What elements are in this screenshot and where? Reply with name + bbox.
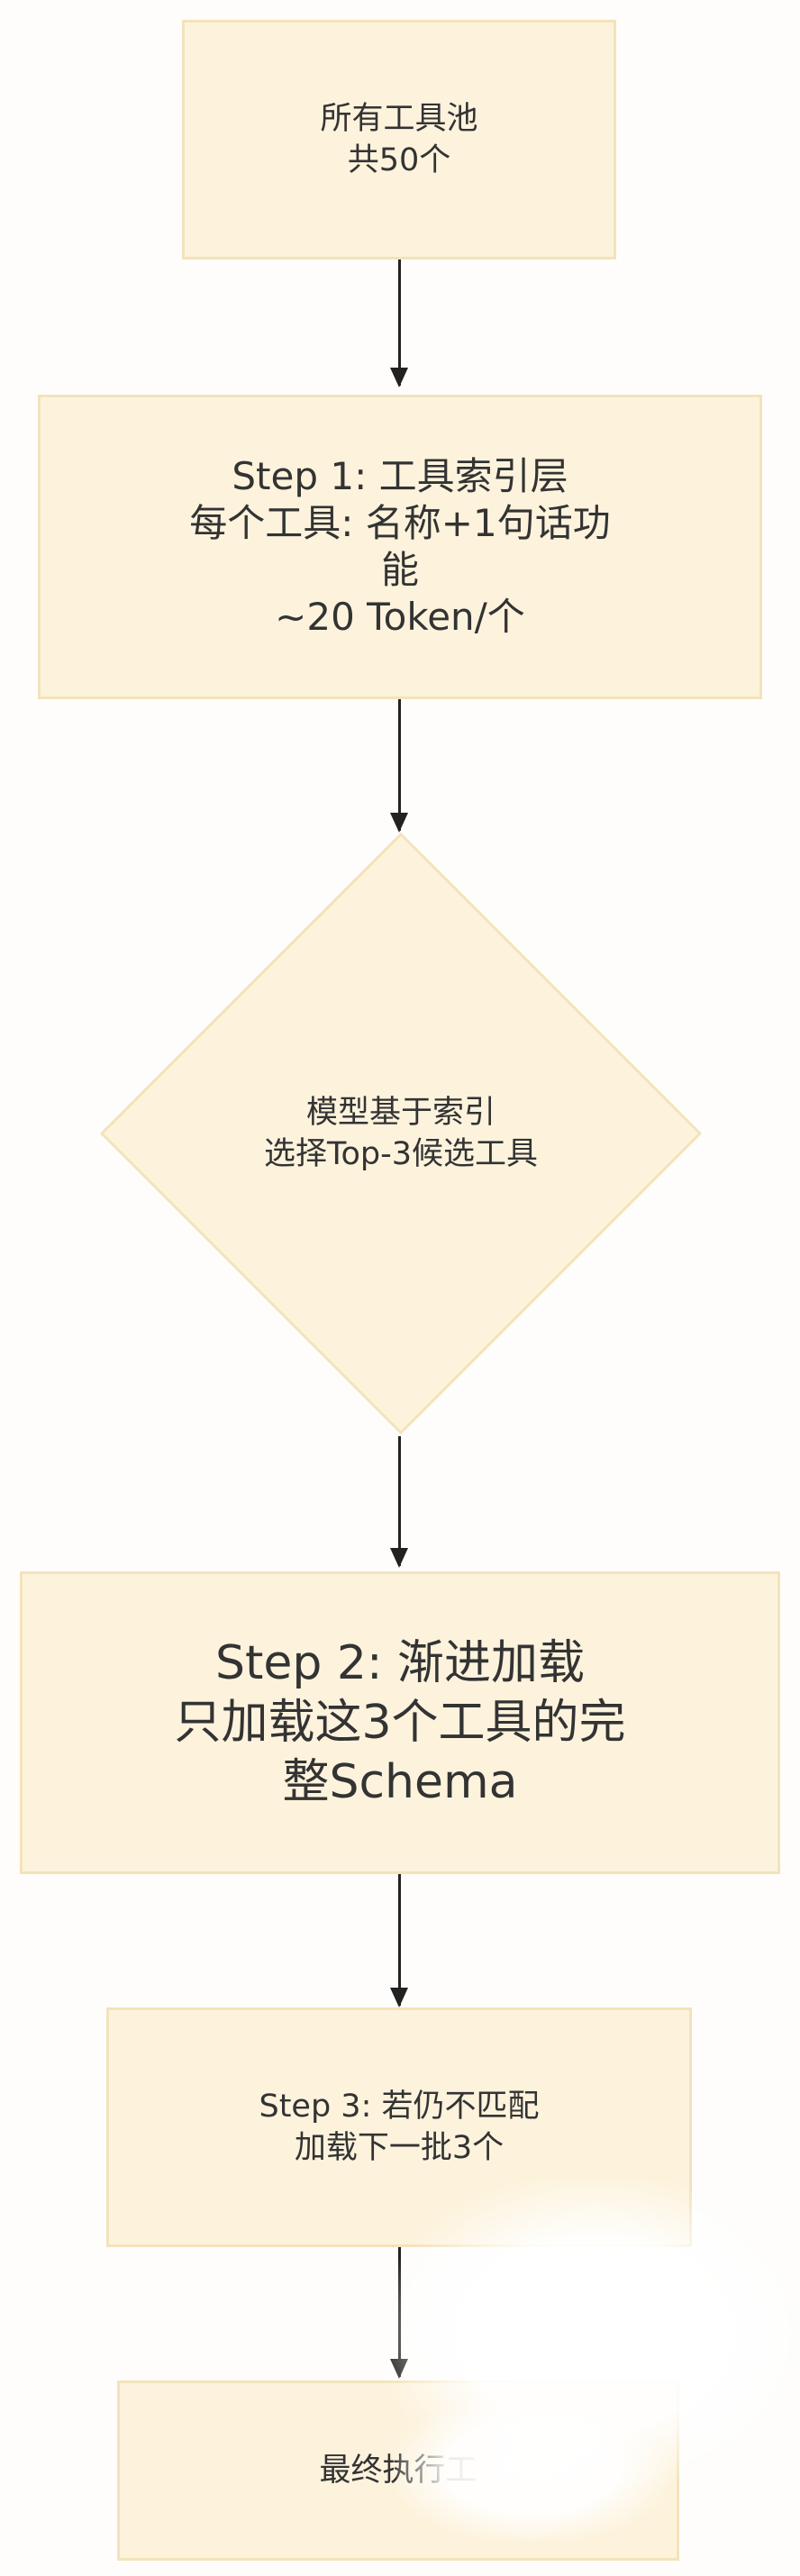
edge-step2-to-step3: [390, 1874, 408, 2007]
node-decision-line-1: 模型基于索引: [305, 1095, 495, 1131]
node-step2-line-2: 只加载这3个工具的完: [174, 1696, 626, 1750]
edge-pool-to-step1: [390, 259, 408, 387]
node-step2-line-3: 整Schema: [282, 1755, 518, 1809]
node-decision: 模型基于索引 选择Top-3候选工具: [99, 832, 703, 1435]
node-step2: Step 2: 渐进加载 只加载这3个工具的完 整Schema: [20, 1571, 780, 1874]
edge-step3-to-final: [390, 2247, 408, 2379]
edge-step1-to-decision: [390, 699, 408, 833]
node-tool-pool-line-1: 所有工具池: [320, 101, 478, 137]
node-step1-line-3: 能: [380, 548, 419, 592]
node-step3-line-1: Step 3: 若仍不匹配: [259, 2089, 540, 2125]
node-decision-diamond: [99, 832, 703, 1435]
node-tool-pool: 所有工具池 共50个: [182, 20, 616, 259]
node-final: 最终执行工: [117, 2380, 679, 2561]
node-step3-line-2: 加载下一批3个: [294, 2130, 505, 2166]
node-step1-line-4: ~20 Token/个: [275, 595, 525, 639]
edge-decision-to-step2: [390, 1436, 408, 1568]
node-step3: Step 3: 若仍不匹配 加载下一批3个: [106, 2007, 692, 2247]
node-tool-pool-line-2: 共50个: [347, 142, 451, 178]
node-final-line-1: 最终执行工: [319, 2453, 477, 2489]
node-step2-line-1: Step 2: 渐进加载: [214, 1636, 586, 1690]
node-step1-line-1: Step 1: 工具索引层: [232, 454, 568, 498]
node-decision-line-2: 选择Top-3候选工具: [264, 1136, 538, 1172]
node-step1-line-2: 每个工具: 名称+1句话功: [189, 501, 611, 545]
node-step1: Step 1: 工具索引层 每个工具: 名称+1句话功 能 ~20 Token/…: [38, 395, 762, 699]
